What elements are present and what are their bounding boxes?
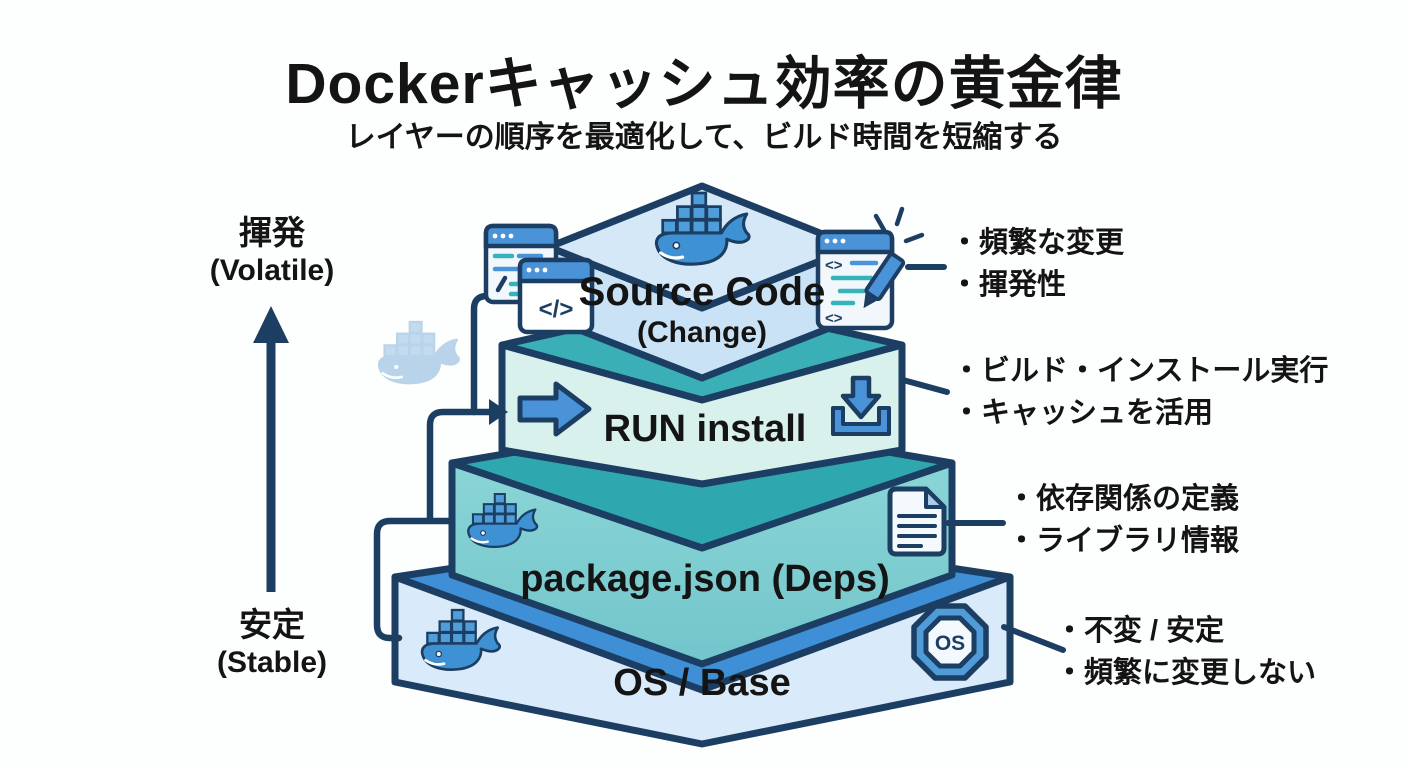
connector-note-os [1001,624,1066,653]
layer-run-label: RUN install [603,408,807,450]
note-line: ・頻繁な変更 [950,227,1125,259]
sparkle-icon [873,206,925,244]
editor-pencil-icon: <> <> [815,206,925,331]
axis-stable-en: (Stable) [216,646,328,679]
layer-os-label: OS / Base [613,662,791,704]
layer-os-front-face [391,573,1014,748]
connector-package-os-elbow [373,517,456,642]
notes-package: ・依存関係の定義 ・ライブラリ情報 [1007,478,1239,562]
volatility-axis-arrow [253,306,289,592]
right-connectors [900,264,1066,653]
download-icon [831,375,891,436]
note-line: ・揮発性 [950,269,1067,301]
note-line: ・ライブラリ情報 [1007,525,1240,557]
note-line: ・依存関係の定義 [1007,483,1240,515]
layer-package-front-face [448,459,956,668]
notes-os: ・不変 / 安定 ・頻繁に変更しない [1055,610,1316,694]
axis-volatile-en: (Volatile) [209,254,335,287]
notes-run: ・ビルド・インストール実行 ・キャッシュを活用 [952,350,1328,434]
editor-tag-top-glyph: <> [825,257,843,274]
arrow-right-icon [517,381,592,437]
axis-stable-ja: 安定 [238,606,305,643]
page-subtitle: レイヤーの順序を最適化して、ビルド時間を短縮する [345,121,1063,154]
layer-source-label: Source Code [578,270,826,314]
axis-volatile-ja: 揮発 [238,214,305,251]
note-line: ・キャッシュを活用 [952,397,1214,429]
notes-source: ・頻繁な変更 ・揮発性 [950,222,1124,306]
note-line: ・ビルド・インストール実行 [952,355,1329,387]
os-badge-label: OS [935,632,965,655]
connector-run-elbow [426,408,496,524]
document-icon [887,486,947,557]
connector-note-run [900,377,950,395]
layer-run-front-face [498,341,906,488]
browser-codetag-icon: </> [517,257,595,335]
page-title: Dockerキャッシュ効率の黄金律 [285,52,1123,116]
os-badge-icon: OS [911,603,989,681]
axis-stable-label: 安定 (Stable) [217,606,327,682]
pencil-icon [863,252,906,309]
layer-source-sublabel: (Change) [637,316,767,349]
docker-whale-watermark-icon [377,320,460,385]
code-tag-glyph: </> [539,296,574,323]
note-line: ・不変 / 安定 [1055,615,1225,647]
note-line: ・頻繁に変更しない [1055,657,1317,689]
editor-tag-bottom-glyph: <> [825,310,843,327]
layer-package-label: package.json (Deps) [520,558,890,600]
axis-volatile-label: 揮発 (Volatile) [210,214,334,290]
connector-arrowhead [489,399,508,425]
